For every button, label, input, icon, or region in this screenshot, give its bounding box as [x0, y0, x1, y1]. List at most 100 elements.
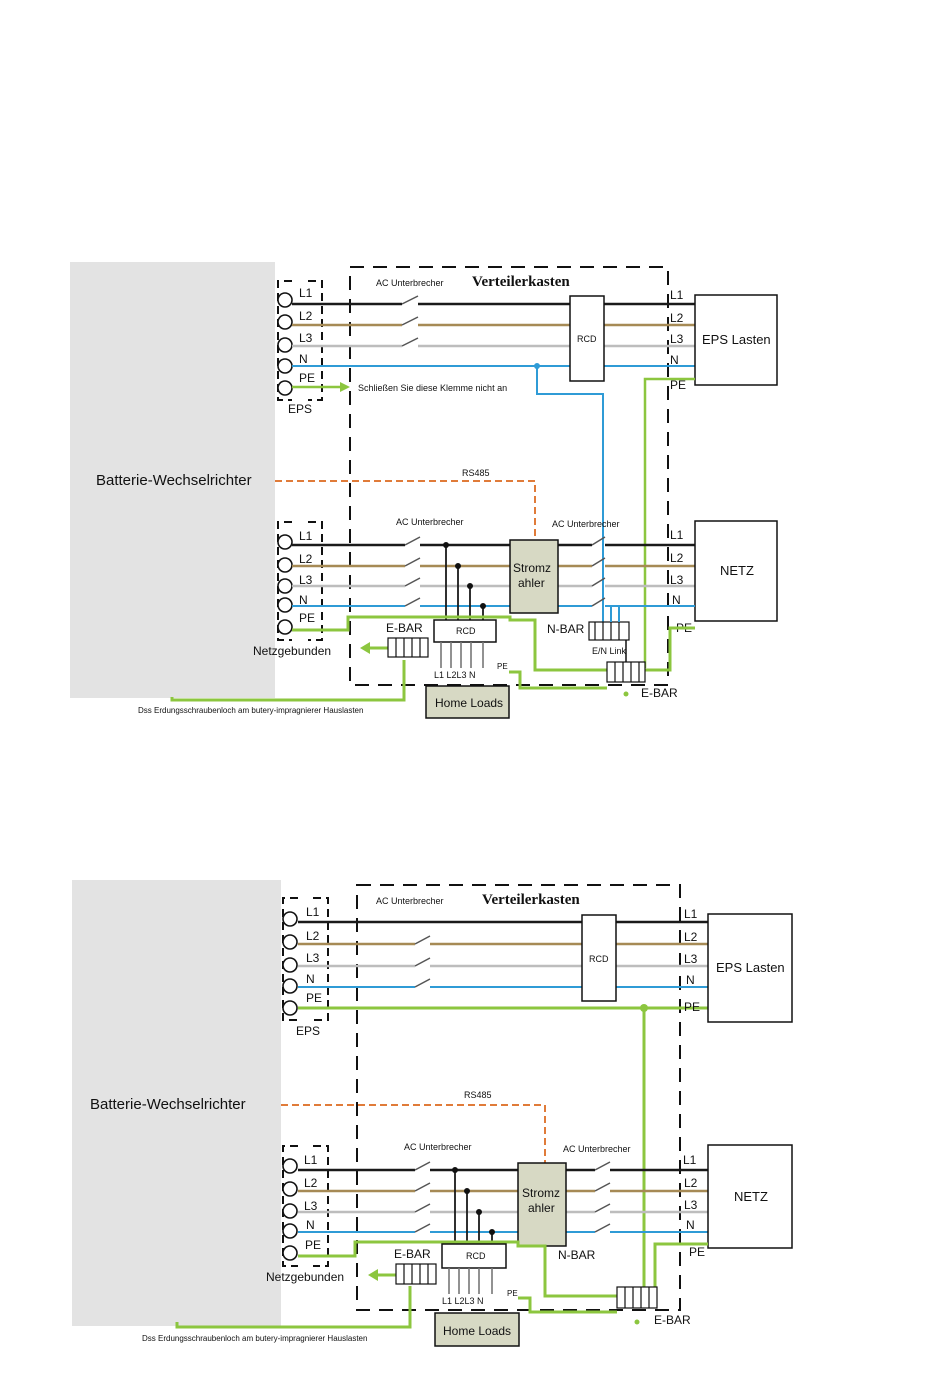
ac-breaker-grid-right-label: AC Unterbrecher	[563, 1144, 631, 1154]
terminal-screw	[277, 597, 293, 613]
home-loads-label: Home Loads	[435, 696, 503, 710]
terminal-screw	[282, 1000, 298, 1016]
rcd-eps	[569, 295, 605, 382]
e-bar-right-terminals	[614, 662, 640, 682]
pe-note: Schließen Sie diese Klemme nicht an	[358, 383, 507, 393]
eps-loads-label: EPS Lasten	[716, 960, 785, 975]
terminal-screw	[282, 1203, 298, 1219]
e-bar-right	[616, 1286, 658, 1309]
ac-breaker-grid-left-label: AC Unterbrecher	[404, 1142, 472, 1152]
pe-ebar-arrow-head	[368, 1269, 378, 1281]
terminal-screw	[277, 578, 293, 594]
terminal-label: L2	[304, 1176, 318, 1190]
junction	[443, 542, 449, 548]
terminal-label: PE	[299, 371, 315, 385]
pe-small-label: PE	[507, 1289, 518, 1298]
side-label: L1	[670, 528, 684, 542]
pe-ebar-left-wire	[170, 660, 406, 702]
rcd-eps	[581, 914, 617, 1002]
junction	[489, 1229, 495, 1235]
eps-terminal-bracket	[277, 280, 323, 401]
home-loads-box	[425, 685, 510, 719]
side-label: L2	[670, 551, 684, 565]
side-label: N	[672, 593, 681, 607]
pe-grid-wire	[298, 1240, 617, 1298]
side-label: N	[670, 353, 679, 367]
home-loads-box	[434, 1312, 520, 1347]
distribution-box	[356, 884, 681, 1311]
inverter-label: Batterie-Wechselrichter	[96, 472, 252, 489]
e-bar-left-terminals	[403, 1264, 429, 1284]
meter-label-1: Stromz	[522, 1186, 560, 1200]
ground-dot	[634, 1319, 640, 1325]
grid-label: NETZ	[734, 1189, 768, 1204]
side-label: PE	[689, 1245, 705, 1259]
terminal-screw	[282, 1181, 298, 1197]
inverter-label: Batterie-Wechselrichter	[90, 1096, 246, 1113]
terminal-label: L3	[306, 951, 320, 965]
terminal-label: L2	[299, 309, 313, 323]
load-arrows	[440, 642, 484, 668]
side-label: L1	[670, 288, 684, 302]
rs485-line	[275, 480, 536, 540]
footer-note: Dss Erdungsschraubenloch am butery-impra…	[138, 706, 363, 715]
breaker-switches	[414, 935, 431, 988]
distribution-box-title: Verteilerkasten	[482, 892, 580, 908]
diagram-1: Batterie-Wechselrichter Verteilerkasten …	[70, 262, 778, 719]
junction	[455, 563, 461, 569]
pe-network	[175, 1240, 708, 1329]
load-taps	[445, 545, 484, 620]
ground-dot	[623, 691, 629, 697]
eps-side-labels: L1 L2 L3 N PE	[684, 907, 700, 1014]
side-label: L2	[684, 1176, 698, 1190]
side-label: N	[686, 973, 695, 987]
pe-ebar-left-wire	[175, 1286, 412, 1329]
e-bar-right-label: E-BAR	[654, 1313, 691, 1327]
eps-terminals: L1 L2 L3 N PE	[282, 905, 322, 1016]
eps-group-label: EPS	[296, 1024, 320, 1038]
rcd-eps-label: RCD	[577, 334, 597, 344]
terminal-label: N	[306, 1218, 315, 1232]
meter-label-2: ahler	[528, 1201, 555, 1215]
breaker-switches	[414, 1161, 611, 1233]
grid-group-label: Netzgebunden	[253, 644, 331, 658]
terminal-screw	[282, 957, 298, 973]
terminal-label: L1	[304, 1153, 318, 1167]
eps-terminals: L1 L2 L3 N PE	[277, 286, 315, 396]
terminal-screw	[277, 534, 293, 550]
terminal-screw	[282, 1158, 298, 1174]
side-label: N	[686, 1218, 695, 1232]
terminal-screw	[282, 934, 298, 950]
energy-meter	[509, 539, 559, 614]
e-bar-right-label: E-BAR	[641, 686, 678, 700]
pe-small-label: PE	[497, 662, 508, 671]
pe-home-wire	[509, 670, 607, 690]
pe-netz-wire	[653, 1242, 708, 1296]
home-loads-label: Home Loads	[443, 1324, 511, 1338]
side-label: L3	[684, 1198, 698, 1212]
ac-breaker-top-label: AC Unterbrecher	[376, 896, 444, 906]
side-label: L3	[670, 573, 684, 587]
eps-loads-box	[707, 913, 793, 1023]
diagram-2: Batterie-Wechselrichter Verteilerkasten …	[72, 880, 793, 1347]
footer-note: Dss Erdungsschraubenloch am butery-impra…	[142, 1334, 367, 1343]
terminal-screw	[282, 1245, 298, 1261]
terminal-screw	[277, 619, 293, 635]
eps-loads-label: EPS Lasten	[702, 332, 771, 347]
terminal-label: PE	[299, 611, 315, 625]
rs485-label: RS485	[462, 468, 490, 478]
breaker-switches	[404, 536, 606, 607]
grid-group-label: Netzgebunden	[266, 1270, 344, 1284]
side-label: L3	[684, 952, 698, 966]
meter-label-2: ahler	[518, 576, 545, 590]
meter-label-1: Stromz	[513, 561, 551, 575]
side-label: PE	[684, 1000, 700, 1014]
pe-arrow-head	[340, 382, 350, 392]
terminal-label: N	[306, 972, 315, 986]
ac-breaker-top-label: AC Unterbrecher	[376, 278, 444, 288]
n-bar-label: N-BAR	[547, 622, 585, 636]
energy-meter	[517, 1162, 567, 1247]
side-label: L2	[684, 930, 698, 944]
inverter-box	[70, 262, 275, 698]
